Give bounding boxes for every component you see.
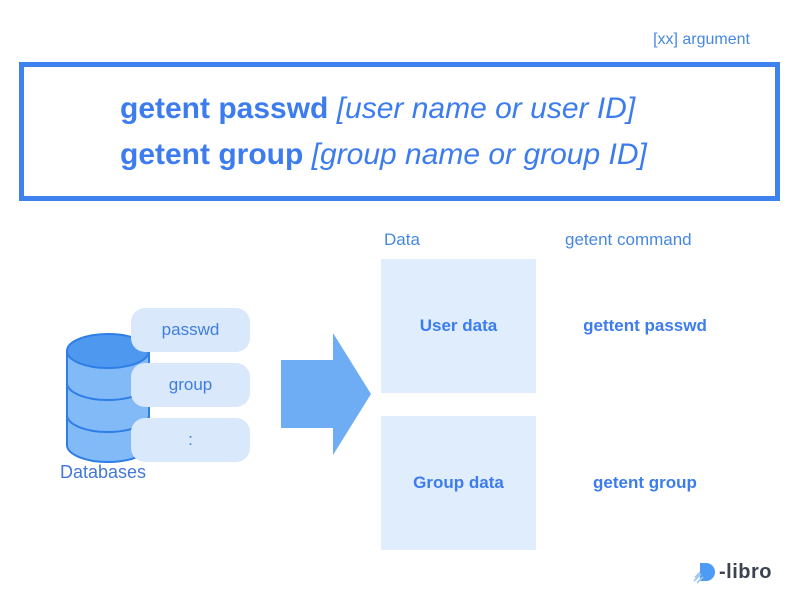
database-item-passwd: passwd [131, 308, 250, 352]
argument-text: [user name or user ID] [336, 91, 636, 125]
argument-annotation: [xx] argument [653, 31, 750, 48]
argument-text: [group name or group ID] [311, 137, 647, 171]
dlibro-logo-icon [693, 563, 715, 584]
databases-label: Databases [60, 462, 147, 482]
command-label-passwd: gettent passwd [583, 316, 707, 335]
command-text: getent passwd [120, 91, 329, 125]
syntax-line-group: getent group [group name or group ID] [120, 137, 775, 173]
database-icon [64, 332, 156, 469]
user-data-box: User data [381, 259, 536, 393]
dlibro-logo: -libro [692, 560, 772, 584]
command-label-group: getent group [593, 473, 697, 492]
group-data-box: Group data [381, 416, 536, 550]
syntax-line-passwd: getent passwd [user name or user ID] [120, 91, 775, 127]
command-text: getent group [120, 137, 304, 171]
data-column-header: Data [384, 230, 420, 249]
database-item-group: group [131, 363, 250, 407]
command-column-header: getent command [565, 230, 692, 249]
dlibro-logo-text: -libro [719, 560, 772, 583]
database-list: passwd group : [131, 308, 250, 462]
syntax-box: getent passwd [user name or user ID] get… [19, 62, 780, 201]
database-item-more: : [131, 418, 250, 462]
arrow-right-icon [281, 333, 371, 460]
